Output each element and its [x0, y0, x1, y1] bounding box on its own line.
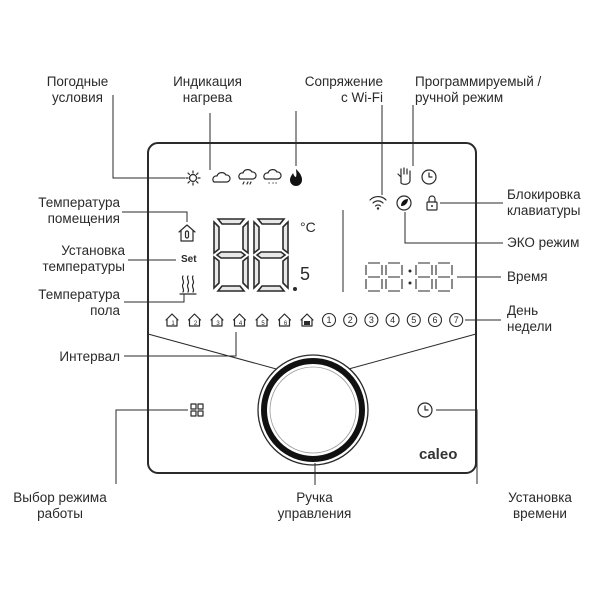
weekday-2: 2: [343, 312, 358, 328]
time-digits: [365, 262, 453, 292]
temperature-digits: [213, 218, 297, 292]
svg-text:7: 7: [454, 315, 459, 325]
hand-icon: [397, 167, 411, 185]
mode-select-icon[interactable]: [190, 403, 204, 417]
set-text: Set: [181, 254, 197, 265]
svg-text:2: 2: [348, 315, 353, 325]
device-body: [147, 142, 477, 474]
svg-text:5: 5: [261, 321, 265, 327]
time-set-clock-icon[interactable]: [417, 402, 433, 418]
divider-left: [147, 333, 281, 371]
leader-lines: [112, 95, 503, 485]
interval-icons: 1 2 3 4 5 6: [165, 313, 314, 327]
rain-cloud-icon: [238, 169, 257, 185]
cloud-icon: [212, 172, 231, 183]
weekday-1: 1: [321, 312, 337, 328]
decimal-digit: 5: [300, 264, 311, 284]
svg-text:6: 6: [432, 315, 437, 325]
svg-text:4: 4: [390, 315, 395, 325]
lock-icon: [426, 195, 438, 211]
weekday-7: 7: [449, 312, 464, 328]
label-mode: Программируемый /ручной режим: [415, 74, 542, 105]
floor-heating-icon: [179, 275, 197, 295]
svg-text:3: 3: [369, 315, 374, 325]
interval-5-icon: 5: [255, 313, 269, 327]
control-knob[interactable]: [257, 354, 369, 466]
svg-text:1: 1: [171, 321, 175, 327]
celsius-unit: °C: [300, 219, 316, 235]
interval-1-icon: 1: [165, 313, 179, 327]
weekday-4: 4: [385, 312, 400, 328]
interval-home-icon: [300, 313, 314, 327]
svg-text:6: 6: [284, 321, 288, 327]
interval-2-icon: 2: [187, 313, 202, 327]
eco-leaf-icon: [396, 195, 412, 211]
weekday-6: 6: [427, 312, 443, 328]
interval-3-icon: 3: [210, 313, 224, 327]
svg-text:4: 4: [239, 321, 243, 327]
label-interval: Интервал: [59, 349, 120, 364]
sun-icon: [185, 170, 201, 186]
weekday-3: 3: [364, 312, 379, 328]
label-time: Время: [507, 269, 548, 284]
svg-text:2: 2: [194, 321, 198, 327]
snow-cloud-icon: [263, 169, 282, 184]
clock-icon: [421, 169, 437, 185]
flame-icon: [290, 169, 302, 186]
label-eco: ЭКО режим: [507, 235, 580, 250]
divider-right: [344, 333, 477, 371]
interval-6-icon: 6: [277, 313, 292, 327]
interval-4-icon: 4: [232, 313, 247, 327]
weekday-indicators: 1 2 3 4 5 6 7: [321, 312, 464, 328]
svg-text:5: 5: [411, 315, 416, 325]
svg-text:1: 1: [326, 315, 331, 325]
wifi-icon: [369, 196, 387, 210]
room-temperature-icon: [178, 224, 196, 242]
brand-logo: caleo: [419, 446, 458, 463]
weekday-5: 5: [406, 312, 421, 328]
svg-text:3: 3: [216, 321, 220, 327]
